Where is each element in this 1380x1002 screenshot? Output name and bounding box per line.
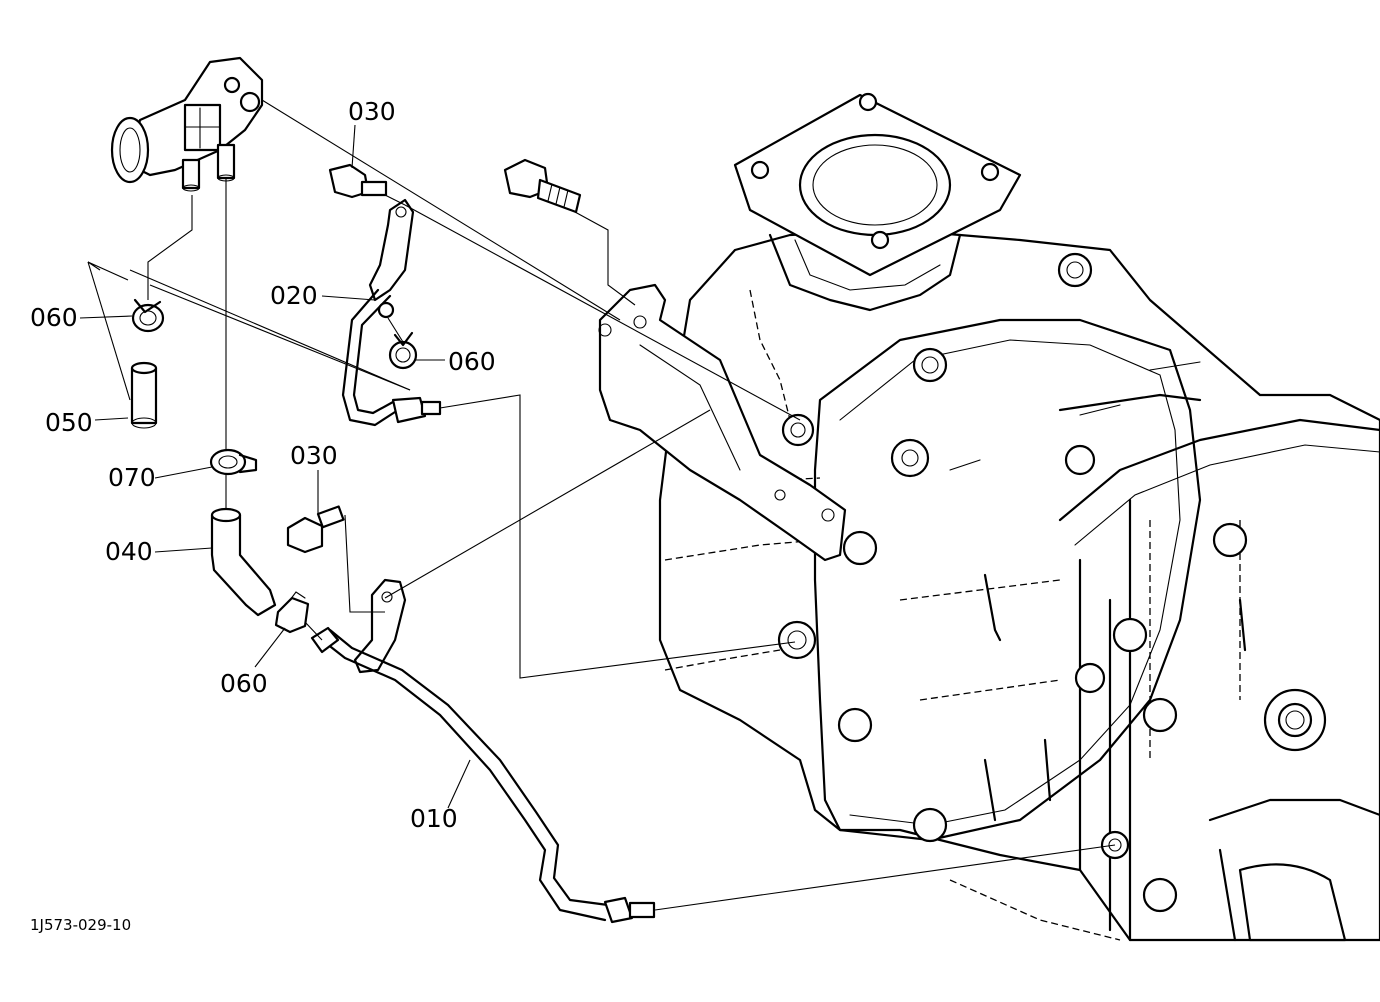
assembly-lines: [87, 99, 1116, 911]
callout-030-upper: 030: [348, 97, 396, 126]
callout-010: 010: [410, 804, 458, 833]
callout-060-bottom: 060: [220, 669, 268, 698]
pressure-sensor: [110, 56, 264, 192]
hose-040: [210, 507, 277, 617]
bolt-030-upper: [328, 163, 388, 199]
drawing-code: 1J573-029-10: [30, 916, 131, 934]
outlet-flange: [733, 92, 1022, 312]
mounting-plate: [598, 283, 847, 562]
pipe-020: [341, 198, 442, 427]
clamp-060-right: [388, 331, 418, 370]
bolt-large-upper: [503, 158, 582, 214]
pipe-010: [310, 578, 656, 924]
callout-040: 040: [105, 537, 153, 566]
bolt-030-lower: [286, 505, 345, 554]
callout-030-lower: 030: [290, 441, 338, 470]
callout-060-left: 060: [30, 303, 78, 332]
callout-070: 070: [108, 463, 156, 492]
leader-lines: [79, 124, 471, 809]
clamp-060-bottom: [274, 591, 310, 634]
callout-050: 050: [45, 408, 93, 437]
clip-070: [209, 448, 258, 476]
callout-020: 020: [270, 281, 318, 310]
clamp-060-left: [131, 298, 165, 333]
hose-050: [130, 361, 158, 429]
callout-060-right: 060: [448, 347, 496, 376]
engine-housing: [619, 228, 1380, 942]
